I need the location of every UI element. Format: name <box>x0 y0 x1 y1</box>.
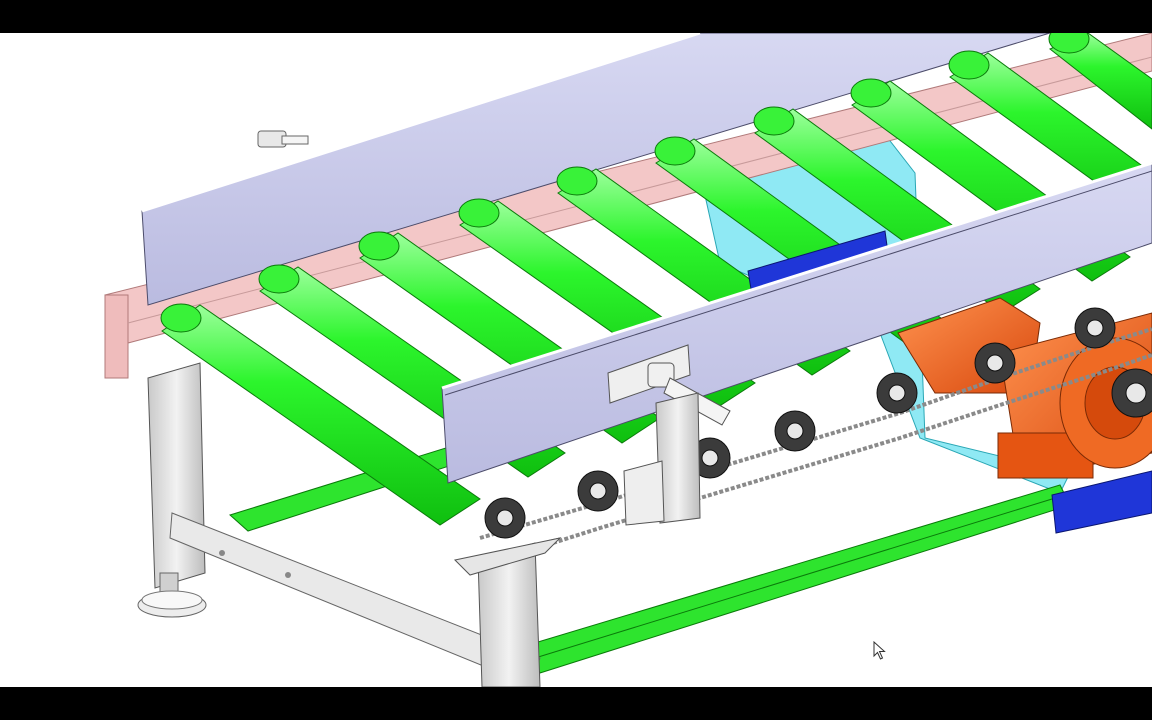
frame-rail-front[interactable] <box>104 294 129 379</box>
cross-brace-edge <box>534 494 1066 659</box>
rail-flange <box>141 33 701 213</box>
roller <box>1048 33 1152 130</box>
sprocket <box>689 437 731 479</box>
conveyor-assembly-view[interactable] <box>0 33 1152 687</box>
sprocket <box>484 497 526 539</box>
leveling-foot <box>137 572 207 618</box>
sprocket <box>1074 307 1116 349</box>
roller <box>160 303 481 526</box>
chain-guard-tab <box>453 537 562 576</box>
sprocket <box>1111 368 1152 418</box>
rail-flange-edge <box>444 170 1152 396</box>
cross-brace[interactable] <box>527 484 1071 674</box>
sprocket <box>774 410 816 452</box>
guide-bracket[interactable] <box>607 344 731 526</box>
guide-pin-back <box>257 130 309 148</box>
motor-base-bracket[interactable] <box>1051 470 1152 534</box>
letterbox-top <box>0 0 1152 33</box>
rail-flange <box>441 161 1152 390</box>
drive-chain[interactable] <box>479 327 1152 565</box>
mouse-pointer-icon <box>873 641 886 660</box>
sprocket <box>577 470 619 512</box>
sprocket <box>974 342 1016 384</box>
sprocket <box>876 372 918 414</box>
letterbox-bottom <box>0 687 1152 720</box>
sprocket-set[interactable] <box>484 307 1152 539</box>
